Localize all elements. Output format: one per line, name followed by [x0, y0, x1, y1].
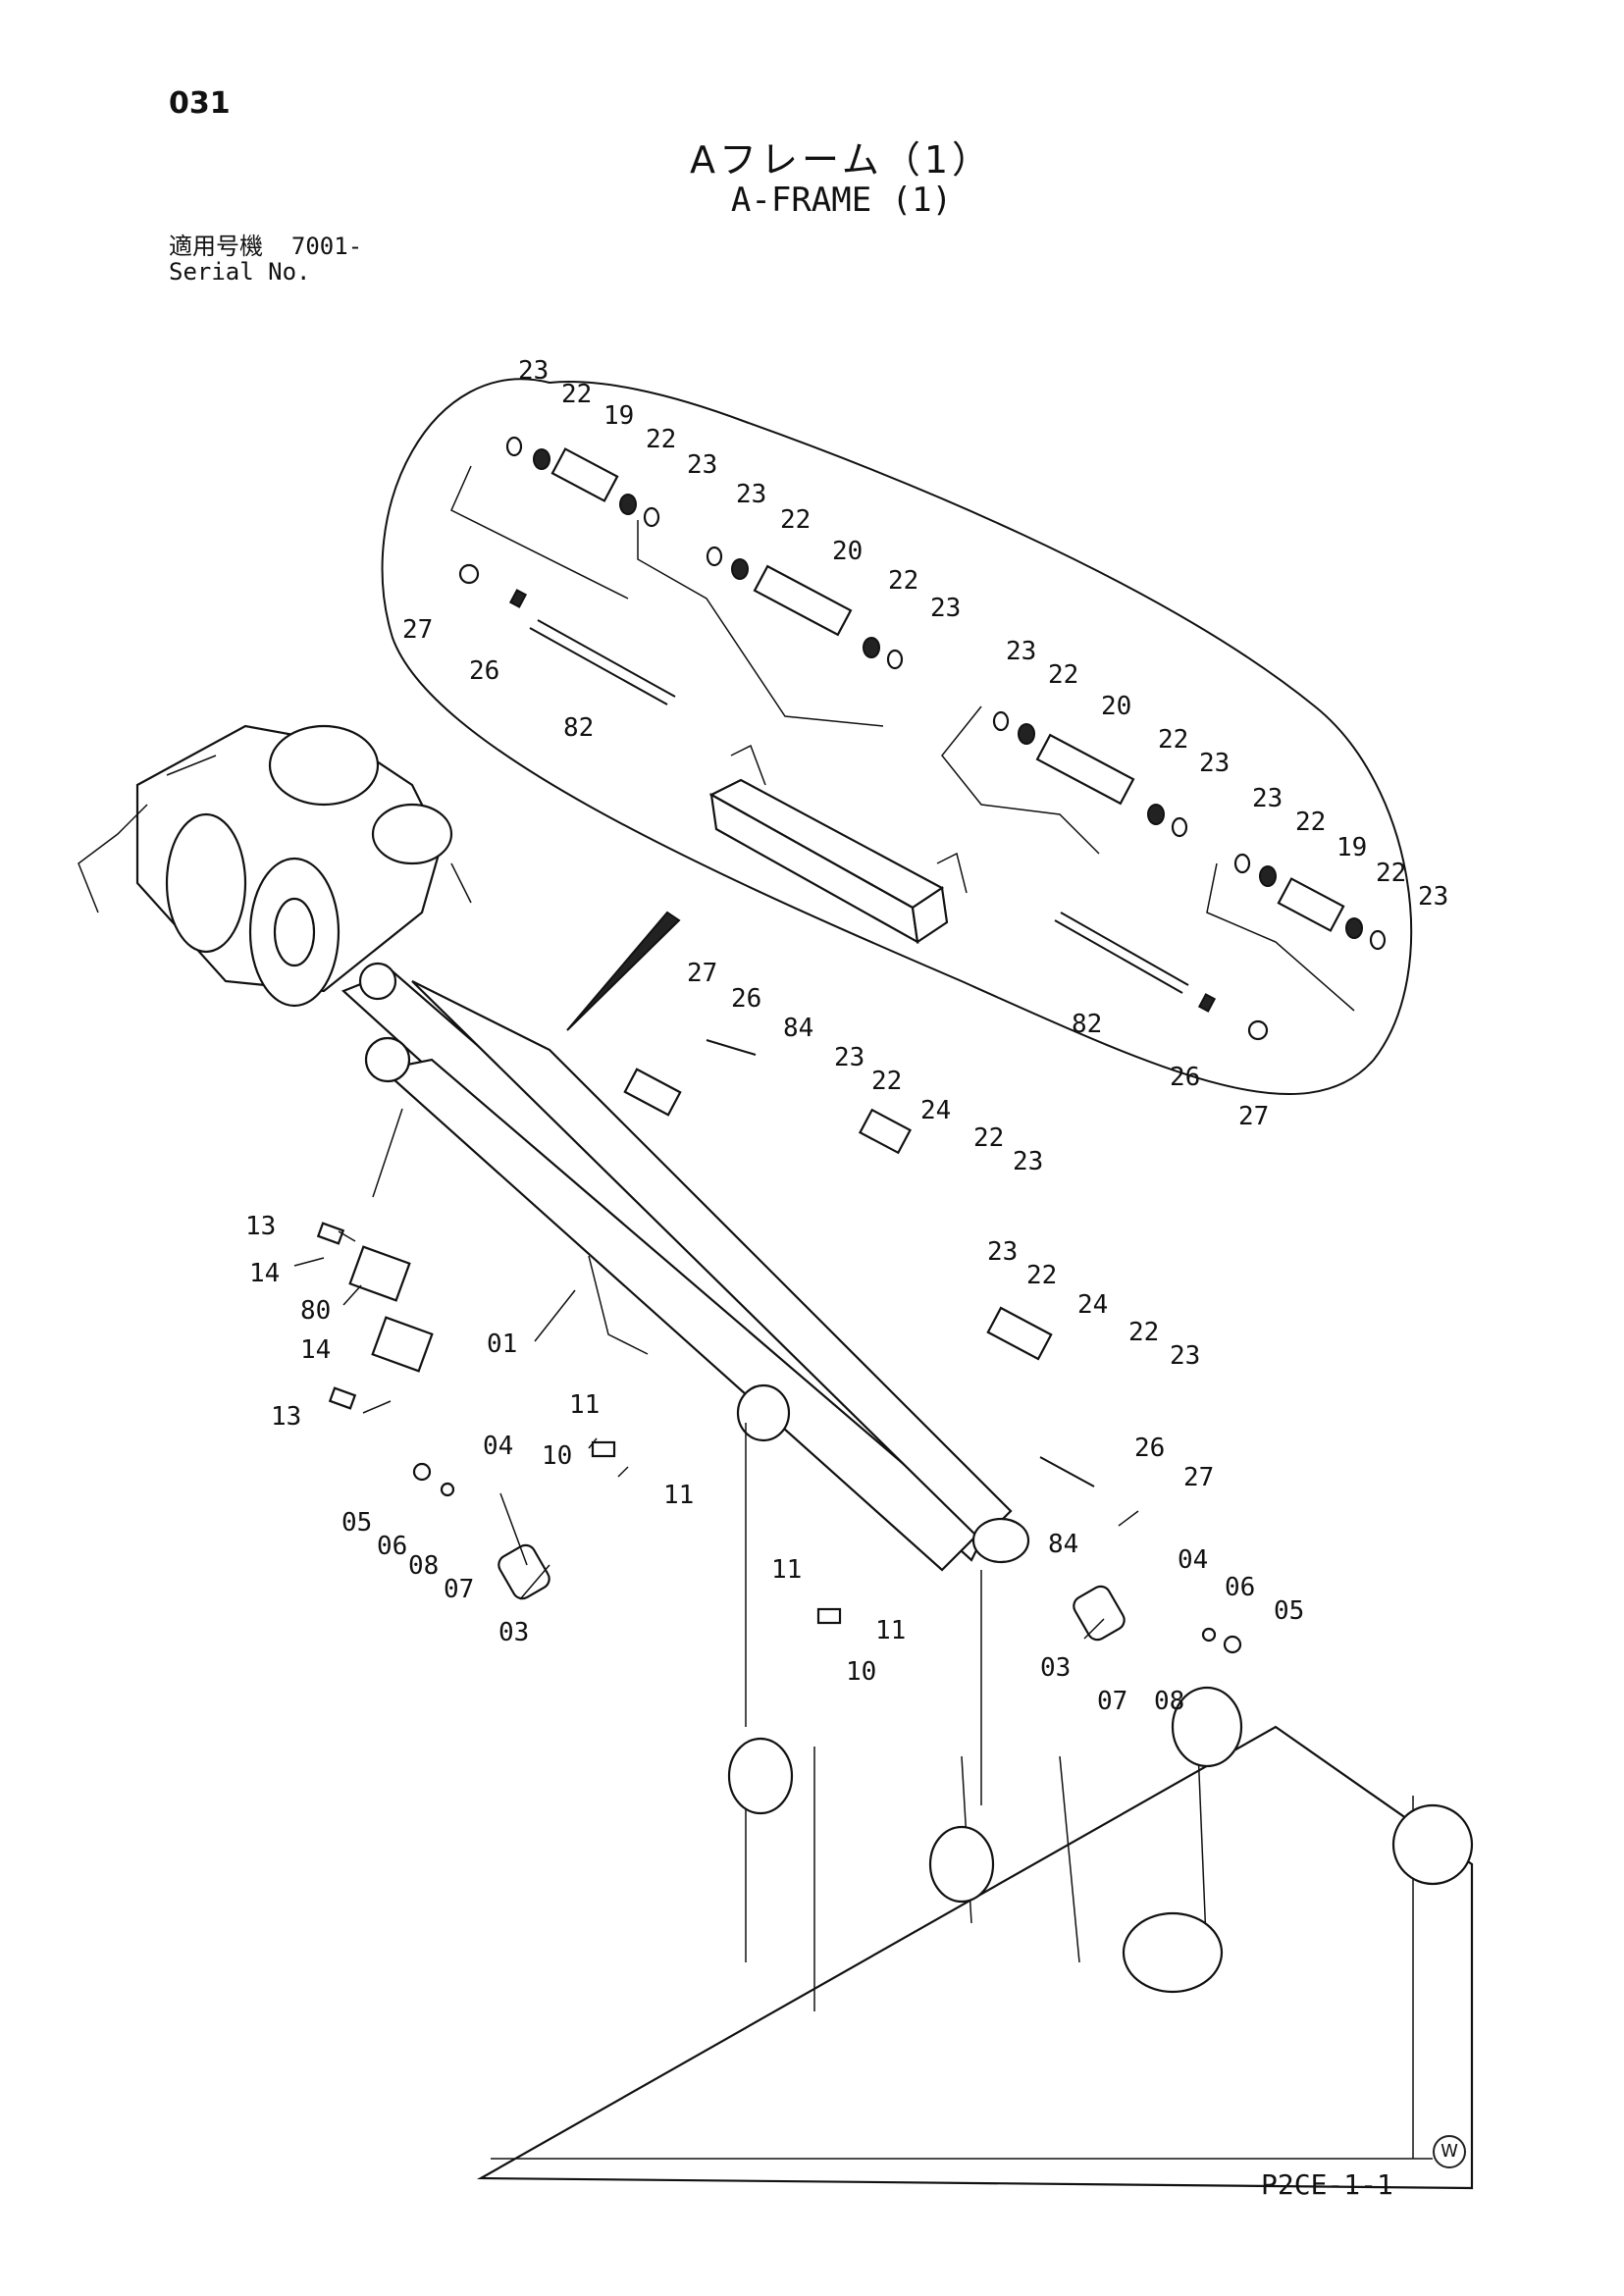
- serial-label-en: Serial No.: [169, 258, 311, 286]
- label-11: 11: [771, 1555, 802, 1585]
- label-05: 05: [1274, 1596, 1304, 1626]
- label-07: 07: [444, 1575, 474, 1604]
- detail-bushings: [505, 436, 1387, 951]
- label-20: 20: [832, 537, 863, 566]
- label-80: 80: [300, 1296, 331, 1326]
- label-14: 14: [249, 1259, 280, 1288]
- label-06: 06: [1225, 1573, 1255, 1602]
- label-26: 26: [469, 656, 499, 686]
- label-19: 19: [1336, 833, 1367, 862]
- label-22: 22: [1026, 1261, 1057, 1290]
- label-04: 04: [483, 1432, 513, 1461]
- label-23: 23: [518, 356, 549, 386]
- label-27: 27: [1183, 1463, 1214, 1492]
- label-27: 27: [687, 959, 717, 988]
- label-03: 03: [498, 1618, 529, 1647]
- label-11: 11: [875, 1616, 906, 1645]
- label-22: 22: [871, 1067, 902, 1096]
- label-01: 01: [487, 1330, 517, 1359]
- label-27: 27: [1238, 1102, 1269, 1131]
- page-number: 031: [169, 86, 231, 121]
- label-05: 05: [341, 1508, 372, 1538]
- label-07: 07: [1097, 1687, 1127, 1716]
- label-23: 23: [930, 594, 961, 623]
- watermark-circle-w: W: [1433, 2135, 1466, 2168]
- label-22: 22: [780, 505, 811, 535]
- serial-block: 適用号機 7001- Serial No.: [169, 234, 362, 285]
- label-13: 13: [271, 1402, 301, 1432]
- label-14: 14: [300, 1335, 331, 1365]
- label-26: 26: [1134, 1434, 1165, 1463]
- label-23: 23: [687, 450, 717, 480]
- serial-label-jp: 適用号機: [169, 233, 263, 260]
- label-19: 19: [603, 401, 634, 431]
- label-22: 22: [973, 1123, 1004, 1153]
- label-10: 10: [542, 1441, 572, 1471]
- label-84: 84: [783, 1014, 813, 1043]
- label-22: 22: [646, 425, 676, 454]
- label-08: 08: [408, 1551, 439, 1581]
- title-english: A-FRAME (1): [730, 181, 953, 220]
- label-23: 23: [1199, 749, 1230, 778]
- label-22: 22: [1158, 725, 1188, 755]
- label-03: 03: [1040, 1653, 1071, 1683]
- pin-82-left: [529, 627, 668, 705]
- label-23: 23: [736, 480, 766, 509]
- label-23: 23: [834, 1043, 864, 1072]
- label-22: 22: [888, 566, 918, 596]
- label-27: 27: [402, 615, 433, 645]
- drawing-code: P2CE-1-1: [1261, 2168, 1393, 2201]
- label-04: 04: [1178, 1545, 1208, 1575]
- label-11: 11: [569, 1390, 600, 1420]
- label-13: 13: [245, 1212, 276, 1241]
- a-frame-arm: [341, 962, 1030, 1572]
- label-23: 23: [1006, 637, 1036, 666]
- label-84: 84: [1048, 1530, 1078, 1559]
- label-26: 26: [731, 984, 761, 1014]
- small-parts: [316, 1039, 1242, 1654]
- leader-lines: [293, 1230, 1139, 1640]
- base-frame: [476, 1423, 1474, 2190]
- label-11: 11: [663, 1481, 694, 1510]
- label-23: 23: [1170, 1341, 1200, 1371]
- label-82: 82: [563, 713, 594, 743]
- label-08: 08: [1154, 1687, 1184, 1716]
- label-23: 23: [987, 1237, 1018, 1267]
- label-26: 26: [1170, 1063, 1200, 1092]
- serial-value: 7001-: [290, 233, 363, 260]
- label-23: 23: [1418, 882, 1448, 912]
- detail-bracket: [708, 744, 968, 945]
- label-23: 23: [1252, 784, 1283, 813]
- label-82: 82: [1072, 1010, 1102, 1039]
- label-10: 10: [846, 1657, 876, 1687]
- title-japanese: Aフレーム（1）: [689, 138, 994, 182]
- label-22: 22: [1128, 1318, 1159, 1347]
- label-20: 20: [1101, 692, 1131, 721]
- label-24: 24: [920, 1096, 951, 1125]
- pin-82-right: [1054, 919, 1183, 994]
- winch-drum-assembly: [78, 724, 472, 1008]
- label-22: 22: [1376, 859, 1406, 888]
- label-22: 22: [1048, 660, 1078, 690]
- label-23: 23: [1013, 1147, 1043, 1176]
- detail-callout-outline: [381, 378, 1413, 1096]
- label-22: 22: [561, 380, 592, 409]
- detail-pointer: [566, 911, 681, 1031]
- label-22: 22: [1295, 808, 1326, 837]
- label-24: 24: [1077, 1290, 1108, 1320]
- label-06: 06: [377, 1532, 407, 1561]
- detail-bolts: [458, 563, 1269, 1041]
